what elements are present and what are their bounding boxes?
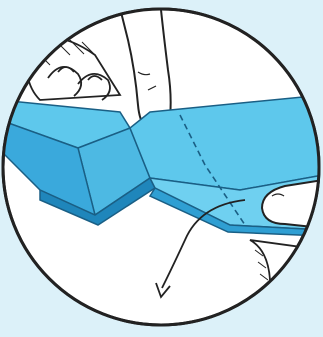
origami-illustration [0, 0, 323, 332]
illustration-stage [0, 0, 323, 332]
